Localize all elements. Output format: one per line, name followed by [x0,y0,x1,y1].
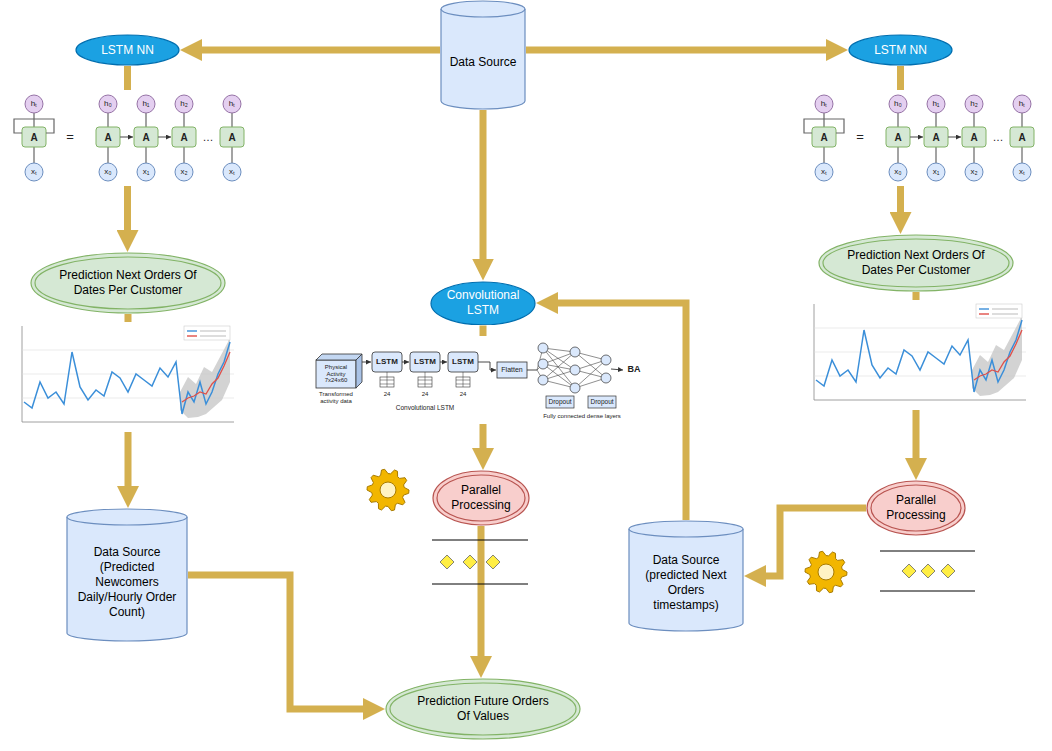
node-label: Prediction Next Orders Of Dates Per Cust… [843,248,988,278]
cell-label: A [932,132,939,143]
node-label: Convolutional LSTM [444,288,522,318]
figure-label: LSTM [414,358,436,367]
node-label: Data Source [447,55,519,70]
figure-label: 24 [460,391,467,398]
node-label: Prediction Next Orders Of Dates Per Cust… [55,268,200,298]
cell-label: A [142,132,149,143]
flow-arrow [744,508,866,576]
cell-label: x₁ [143,168,150,177]
figure-label: LSTM [452,358,474,367]
database-cylinder: Data Source (Predicted Newcomers Daily/H… [66,508,188,642]
figure-label: Dropout [590,398,613,405]
model-ellipse: LSTM NN [75,34,180,66]
node-label: Parallel Processing [879,493,953,523]
node-label: Prediction Future Orders Of Values [410,694,555,724]
model-ellipse: Convolutional LSTM [430,281,536,326]
node-text: Data Source [447,55,519,70]
lstm-unrolled-figure [8,90,244,186]
cell-label: h₀ [104,100,112,109]
flow-arrow [526,50,848,51]
cell-label: h₁ [932,100,939,109]
cell-label: xₜ [1019,168,1025,177]
figure-label: BA [628,365,641,375]
flow-arrow [180,50,440,51]
cell-label: … [993,131,1004,143]
cell-label: A [30,132,37,143]
cell-label: … [203,131,214,143]
conv-lstm-figure [312,336,648,424]
figure-label: Physical Activity 7x24x60 [317,364,355,384]
cell-label: A [228,132,235,143]
result-ellipse: Prediction Future Orders Of Values [385,678,581,740]
node-text: LSTM NN [89,43,167,58]
gear-icon [367,469,409,510]
figure-label: Fully connected dense layers [543,413,621,420]
result-ellipse: Prediction Next Orders Of Dates Per Cust… [30,252,226,314]
model-ellipse: LSTM NN [848,34,953,66]
node-text: Data Source (Predicted Newcomers Daily/H… [73,545,181,620]
cell-label: A [894,132,901,143]
cell-label: h₀ [894,100,902,109]
flow-arrow [481,526,482,678]
flow-arrow [188,575,385,709]
figure-label: 24 [384,391,391,398]
node-label: LSTM NN [862,43,940,58]
process-ellipse: Parallel Processing [866,480,966,536]
cell-label: A [1018,132,1025,143]
figure-label: LSTM [376,358,398,367]
cell-label: = [66,130,74,144]
cell-label: h₂ [180,100,188,109]
cell-label: xₜ [821,168,827,177]
flow-arrow [483,110,484,281]
node-text: Prediction Next Orders Of Dates Per Cust… [843,248,988,278]
node-label: Data Source (Predicted Newcomers Daily/H… [73,545,181,620]
cell-label: A [820,132,827,143]
figure-label: 24 [422,391,429,398]
lstm-unrolled-figure [798,90,1034,186]
process-ellipse: Parallel Processing [432,470,530,526]
gear-icon [805,551,847,592]
figure-label: Dropout [548,398,571,405]
database-cylinder: Data Source [440,0,526,110]
node-text: Data Source (predicted Next Orders times… [635,553,737,613]
figure-label: Convolutional LSTM [396,404,455,411]
line-chart [8,322,236,432]
node-text: Parallel Processing [879,493,953,523]
cell-label: hₜ [821,100,827,109]
figure-label: Flatten [501,366,522,374]
cell-label: hₜ [31,100,37,109]
cell-label: xₜ [229,168,235,177]
cell-label: h₁ [142,100,149,109]
cell-label: hₜ [1019,100,1025,109]
cell-label: x₀ [894,168,901,177]
node-label: LSTM NN [89,43,167,58]
cell-label: hₜ [229,100,235,109]
cell-label: A [104,132,111,143]
node-label: Parallel Processing [445,483,518,513]
cell-label: A [180,132,187,143]
line-chart [800,300,1028,410]
node-text: Prediction Future Orders Of Values [410,694,555,724]
cell-label: xₜ [31,168,37,177]
cell-label: = [856,130,864,144]
figure-label: Transformed activity data [313,391,359,404]
result-ellipse: Prediction Next Orders Of Dates Per Cust… [818,234,1014,292]
cell-label: x₀ [104,168,111,177]
node-text: LSTM NN [862,43,940,58]
cell-label: x₂ [180,168,187,177]
node-text: Parallel Processing [445,483,518,513]
cell-label: A [970,132,977,143]
node-text: Prediction Next Orders Of Dates Per Cust… [55,268,200,298]
node-label: Data Source (predicted Next Orders times… [635,553,737,613]
cell-label: x₂ [970,168,977,177]
cell-label: x₁ [933,168,940,177]
node-text: Convolutional LSTM [444,288,522,318]
database-cylinder: Data Source (predicted Next Orders times… [628,520,744,632]
cell-label: h₂ [970,100,978,109]
